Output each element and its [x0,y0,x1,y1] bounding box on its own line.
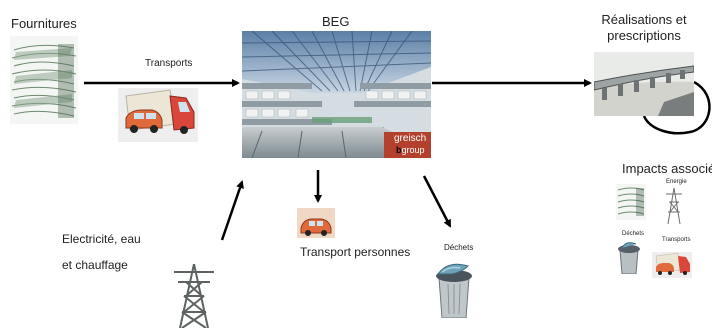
logo-line2: bgroup [396,145,425,155]
logo-line1: greisch [394,133,427,144]
legend-energie-label: Energie [666,179,687,185]
mini-truck-icon [652,252,692,278]
arrow-beg-to-waste [422,175,452,228]
legend-transports-label: Transports [662,237,691,243]
realisations-label: Réalisations et prescriptions [594,12,694,43]
bridge-icon [594,52,694,116]
realisations-line1: Réalisations et [601,12,687,27]
paper-stack-icon [10,36,78,124]
office-building-photo [242,31,431,158]
fournitures-label: Fournitures [11,16,77,31]
dechets-label: Déchets [444,243,474,252]
delivery-truck-icon [118,88,198,142]
mini-paper-stack-icon [616,184,646,220]
trash-bin-icon [432,262,476,318]
mini-pylon-icon [666,188,682,224]
mini-trash-icon [616,240,642,274]
car-icon [297,208,335,238]
electricite-label: Electricité, eau et chauffage [62,226,141,278]
greisch-logo: greisch bgroup [384,132,431,158]
impacts-legend: Energie Déchets Transports [614,178,712,278]
beg-label: BEG [322,14,350,29]
impacts-label: Impacts associés [622,161,712,176]
electricite-line1: Electricité, eau [62,232,141,246]
legend-dechets-label: Déchets [622,231,645,237]
transports-label: Transports [145,58,193,69]
arrow-realisations-to-impacts [642,80,711,135]
transport-personnes-label: Transport personnes [300,245,411,259]
power-pylon-icon [174,264,214,328]
arrow-electricity-to-beg [220,180,244,241]
realisations-line2: prescriptions [607,27,681,43]
electricite-line2: et chauffage [62,258,128,272]
